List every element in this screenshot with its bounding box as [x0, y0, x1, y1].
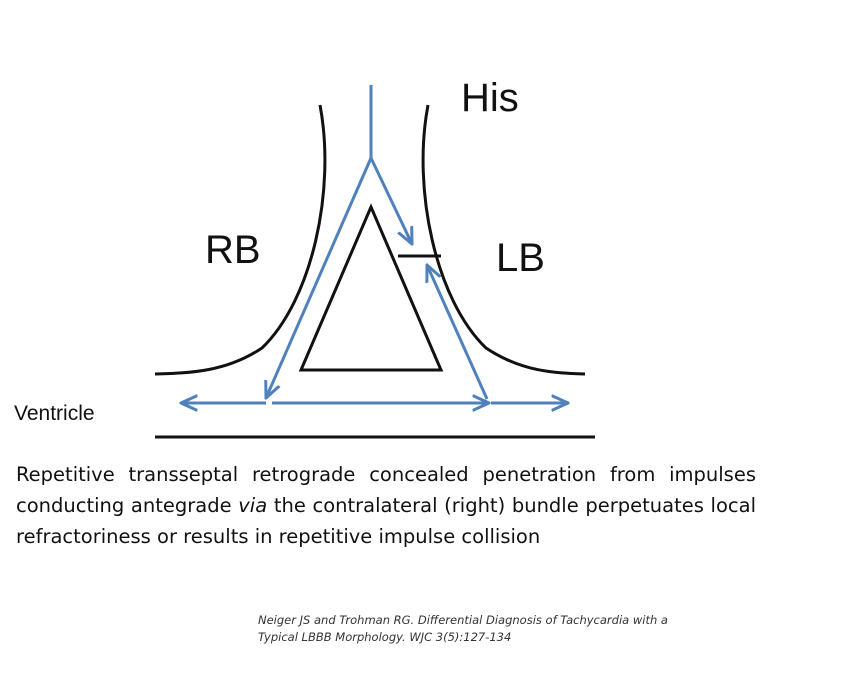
- right-bundle-outline: [154, 104, 327, 376]
- left-bundle-label: LB: [496, 236, 545, 280]
- left-bundle-outline: [421, 104, 586, 376]
- antegrade-left-arrow: [369, 157, 412, 244]
- his-label: His: [461, 76, 519, 120]
- retrograde-left-arrow: [427, 265, 489, 400]
- conduction-pathways: [181, 85, 568, 403]
- citation: Neiger JS and Trohman RG. Differential D…: [258, 612, 778, 646]
- caption-via: via: [238, 494, 268, 517]
- septum-triangle: [298, 203, 444, 372]
- right-bundle-arrow: [266, 157, 373, 398]
- citation-line-2: Typical LBBB Morphology. WJC 3(5):127-13…: [258, 630, 512, 644]
- caption-part-1: Repetitive transseptal retrograde concea…: [16, 463, 756, 517]
- citation-line-1: Neiger JS and Trohman RG. Differential D…: [258, 613, 668, 627]
- ventricle-label: Ventricle: [14, 402, 95, 425]
- caption-text: Repetitive transseptal retrograde concea…: [16, 459, 756, 552]
- right-bundle-label: RB: [205, 228, 261, 272]
- caption-part-2: the contralateral (right) bundle perpetu…: [16, 494, 756, 548]
